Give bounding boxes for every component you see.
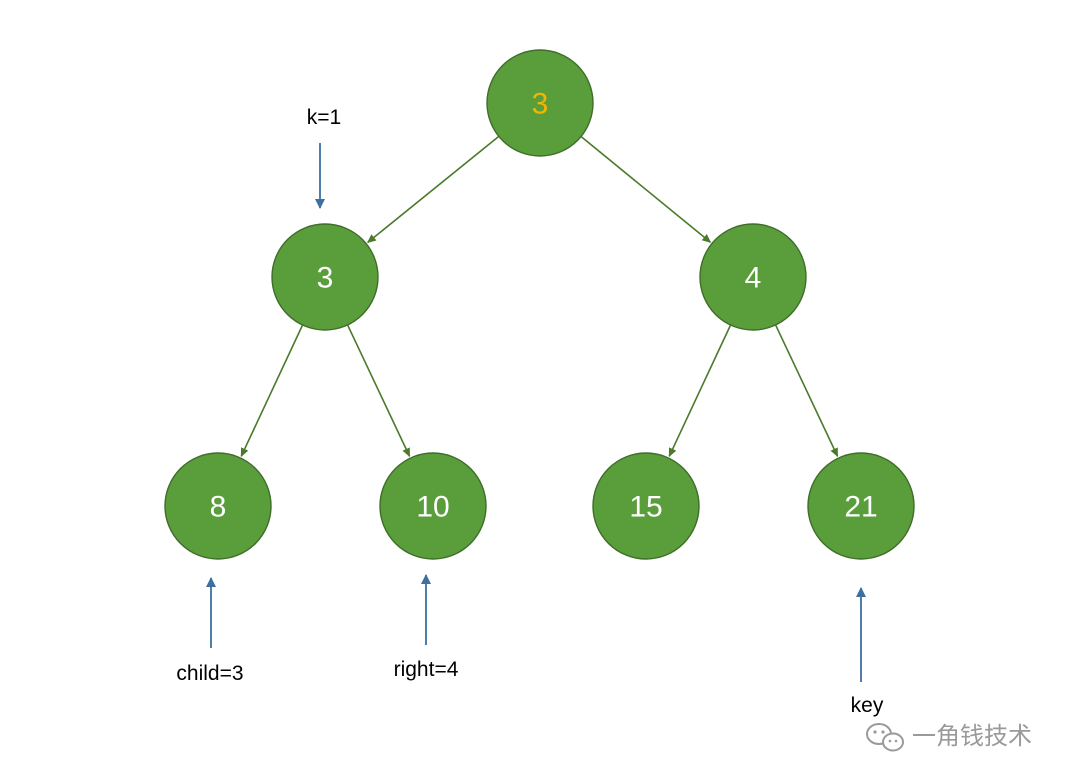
watermark-text: 一角钱技术 [912, 722, 1032, 750]
node-value: 3 [317, 262, 334, 295]
node-circle [699, 223, 807, 331]
pointer-1: child=3 [176, 577, 244, 685]
tree-node-n3: 8 [164, 452, 272, 560]
tree-edge-4 [668, 323, 732, 458]
node-value: 4 [745, 262, 762, 295]
tree-node-n4: 10 [379, 452, 487, 560]
watermark: 一角钱技术 [866, 722, 1032, 752]
pointer-3: key [851, 587, 884, 717]
edges-layer [240, 135, 839, 458]
node-value: 8 [210, 491, 227, 524]
tree-node-n5: 15 [592, 452, 700, 560]
pointer-label: key [851, 694, 884, 717]
tree-node-n2: 4 [699, 223, 807, 331]
node-circle [486, 49, 594, 157]
node-value: 3 [532, 88, 549, 121]
node-value: 10 [416, 491, 449, 524]
tree-node-n1: 3 [271, 223, 379, 331]
tree-edge-0 [366, 135, 501, 244]
pointers-layer: k=1 child=3 right=4 key [176, 106, 883, 717]
pointer-2: right=4 [394, 574, 459, 681]
node-circle [379, 452, 487, 560]
pointer-label: right=4 [394, 658, 459, 681]
node-circle [592, 452, 700, 560]
node-circle [807, 452, 915, 560]
pointer-0: k=1 [307, 106, 341, 209]
tree-node-n0: 3 [486, 49, 594, 157]
tree-edge-5 [774, 323, 839, 458]
tree-node-n6: 21 [807, 452, 915, 560]
node-circle [164, 452, 272, 560]
nodes-layer: 3 3 4 8 10 15 21 [164, 49, 915, 560]
node-value: 21 [844, 491, 877, 524]
pointer-label: k=1 [307, 106, 341, 129]
tree-edge-3 [346, 323, 411, 458]
node-circle [271, 223, 379, 331]
tree-edge-2 [240, 323, 304, 458]
node-value: 15 [629, 491, 662, 524]
tree-edge-1 [579, 135, 712, 243]
wechat-icon [866, 723, 904, 752]
pointer-label: child=3 [176, 662, 243, 685]
